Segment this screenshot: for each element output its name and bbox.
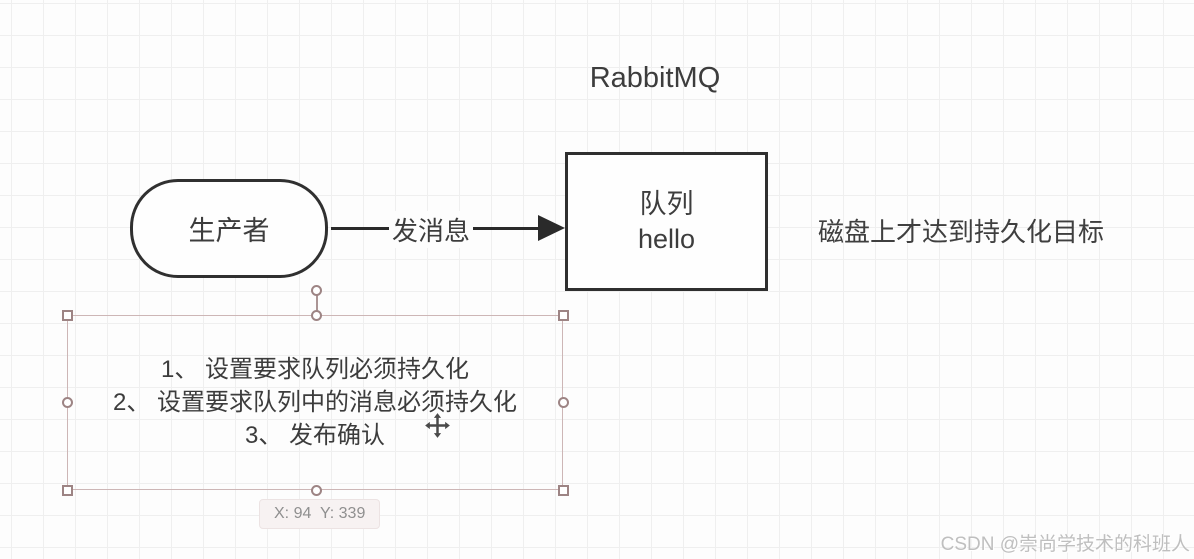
producer-label: 生产者 (188, 216, 270, 246)
queue-label-line1: 队列 (639, 188, 694, 219)
coordinate-tooltip: X: 94 Y: 339 (259, 499, 381, 529)
resize-handle-middle-left[interactable] (62, 397, 73, 408)
rotate-handle-stem (316, 295, 318, 315)
persistence-note-text[interactable]: 磁盘上才达到持久化目标 (818, 217, 1105, 247)
resize-handle-bottom-center[interactable] (311, 485, 322, 496)
resize-handle-top-center[interactable] (311, 310, 322, 321)
move-cursor-icon (424, 412, 451, 444)
note-line-3: 3、 发布确认 (244, 422, 385, 449)
resize-handle-middle-right[interactable] (558, 397, 569, 408)
resize-handle-bottom-right[interactable] (558, 485, 569, 496)
note-line-1: 1、 设置要求队列必须持久化 (160, 356, 469, 383)
watermark-text: CSDN @崇尚学技术的科班人 (940, 534, 1190, 555)
queue-shape[interactable]: 队列 hello (565, 152, 768, 291)
note-line-2: 2、 设置要求队列中的消息必须持久化 (112, 389, 517, 416)
resize-handle-top-right[interactable] (558, 310, 569, 321)
queue-label-line2: hello (637, 223, 696, 254)
rotate-handle[interactable] (311, 285, 322, 296)
resize-handle-top-left[interactable] (62, 310, 73, 321)
message-arrow-label[interactable]: 发消息 (389, 211, 474, 248)
resize-handle-bottom-left[interactable] (62, 485, 73, 496)
diagram-title[interactable]: RabbitMQ (589, 62, 721, 94)
message-arrow-head-icon (538, 215, 565, 241)
selected-text-block[interactable]: 1、 设置要求队列必须持久化 2、 设置要求队列中的消息必须持久化 3、 发布确… (67, 315, 563, 490)
producer-shape[interactable]: 生产者 (130, 179, 328, 278)
